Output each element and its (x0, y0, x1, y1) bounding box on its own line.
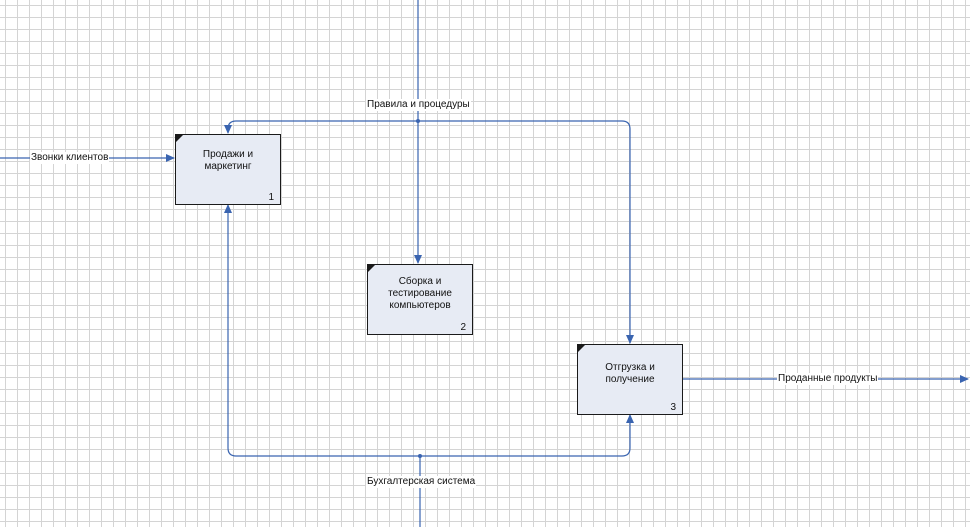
control-branch-to-block-3[interactable] (418, 120, 634, 344)
activity-block-2-number: 2 (460, 322, 466, 333)
activity-block-2[interactable]: Сборка и тестирование компьютеров 2 (367, 264, 473, 335)
activity-block-3[interactable]: Отгрузка и получение 3 (577, 344, 683, 415)
output-arrow-label: Проданные продукты (777, 373, 879, 385)
control-branch-to-block-1[interactable] (224, 120, 418, 134)
mechanism-junction-dot (418, 454, 422, 458)
activity-block-1[interactable]: Продажи и маркетинг 1 (175, 134, 281, 205)
block-corner-marker (368, 265, 375, 272)
activity-block-3-number: 3 (670, 402, 676, 413)
mechanism-arrow-label: Бухгалтерская система (366, 476, 477, 488)
mechanism-branch-to-block-1[interactable] (224, 204, 420, 457)
activity-block-1-title: Продажи и маркетинг (202, 149, 254, 172)
activity-block-3-title: Отгрузка и получение (605, 362, 655, 385)
block-corner-marker (176, 135, 183, 142)
mechanism-branch-to-block-3[interactable] (420, 414, 634, 457)
activity-block-2-title: Сборка и тестирование компьютеров (388, 276, 452, 311)
control-junction-dot (416, 119, 420, 123)
activity-block-1-number: 1 (268, 192, 274, 203)
control-arrow-label: Правила и процедуры (366, 99, 471, 111)
input-arrow-label: Звонки клиентов (30, 152, 110, 164)
block-corner-marker (578, 345, 585, 352)
